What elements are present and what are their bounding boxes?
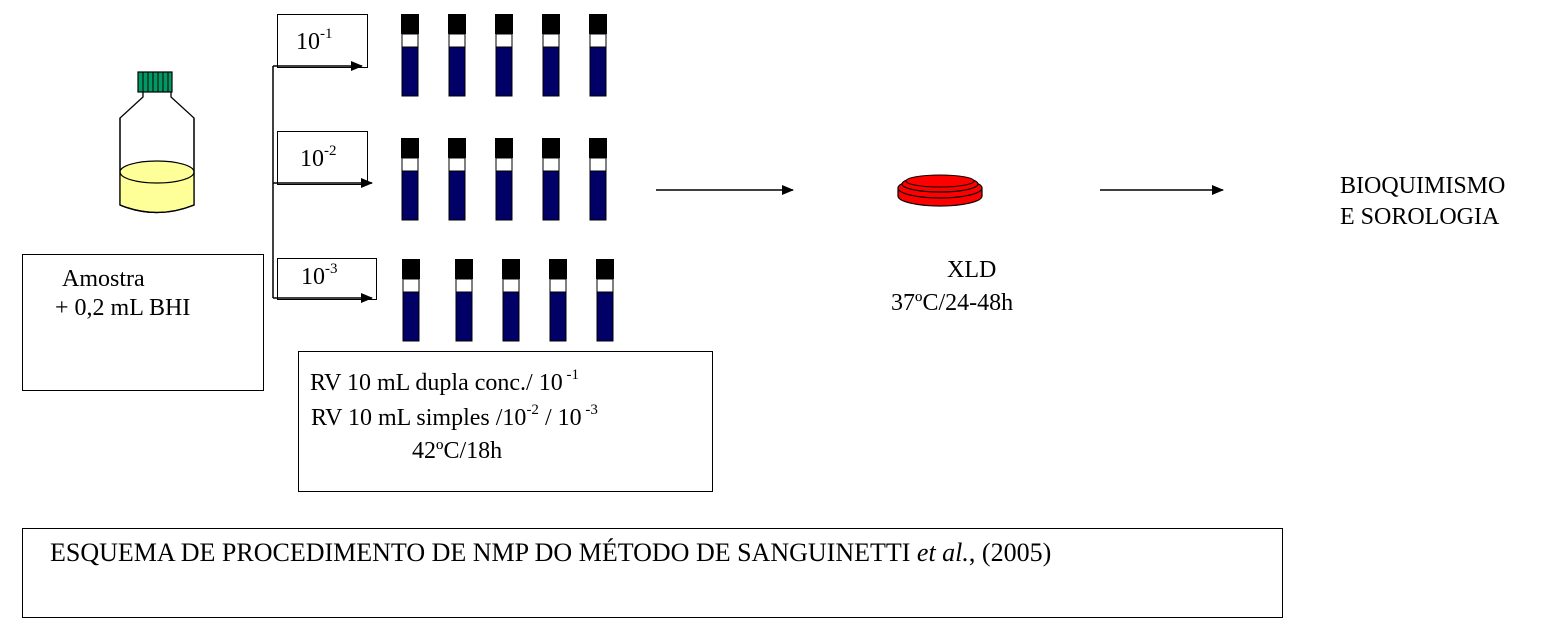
- rv-medium-box: [298, 351, 713, 492]
- dilution-label-3: 10-3: [301, 261, 338, 291]
- test-tube-icon: [495, 14, 513, 97]
- test-tube-icon: [589, 138, 607, 221]
- tube-rows: [401, 14, 614, 342]
- sample-bottle-icon: [119, 71, 195, 214]
- sample-label-2: + 0,2 mL BHI: [55, 295, 191, 321]
- test-tube-icon: [448, 138, 466, 221]
- test-tube-icon: [495, 138, 513, 221]
- dilution-box-1: [277, 14, 368, 68]
- test-tube-icon: [502, 259, 520, 342]
- test-tube-icon: [589, 14, 607, 97]
- test-tube-icon: [542, 138, 560, 221]
- rv-label-1: RV 10 mL dupla conc./ 10 -1: [310, 367, 579, 397]
- caption-text: ESQUEMA DE PROCEDIMENTO DE NMP DO MÉTODO…: [50, 538, 1052, 567]
- sample-box: [22, 254, 264, 391]
- dilution-label-1: 10-1: [296, 26, 333, 56]
- dilution-branch-lines: [272, 61, 373, 303]
- xld-condition-label: 37ºC/24-48h: [891, 290, 1014, 316]
- test-tube-icon: [401, 14, 419, 97]
- dilution-box-3: [277, 258, 377, 300]
- final-label-1: BIOQUIMISMO: [1340, 173, 1506, 199]
- rv-label-3: 42ºC/18h: [412, 438, 503, 464]
- test-tube-icon: [401, 138, 419, 221]
- dilution-label-2: 10-2: [300, 143, 337, 173]
- xld-plate-icon: [897, 174, 983, 207]
- test-tube-icon: [542, 14, 560, 97]
- xld-label: XLD: [947, 257, 997, 283]
- final-label-2: E SOROLOGIA: [1340, 204, 1500, 230]
- test-tube-icon: [402, 259, 420, 342]
- sample-label-1: Amostra: [62, 266, 145, 292]
- test-tube-icon: [455, 259, 473, 342]
- test-tube-icon: [448, 14, 466, 97]
- caption-box: [22, 528, 1283, 618]
- test-tube-icon: [549, 259, 567, 342]
- test-tube-icon: [596, 259, 614, 342]
- rv-label-2: RV 10 mL simples /10-2 / 10 -3: [311, 402, 598, 432]
- dilution-box-2: [277, 131, 368, 185]
